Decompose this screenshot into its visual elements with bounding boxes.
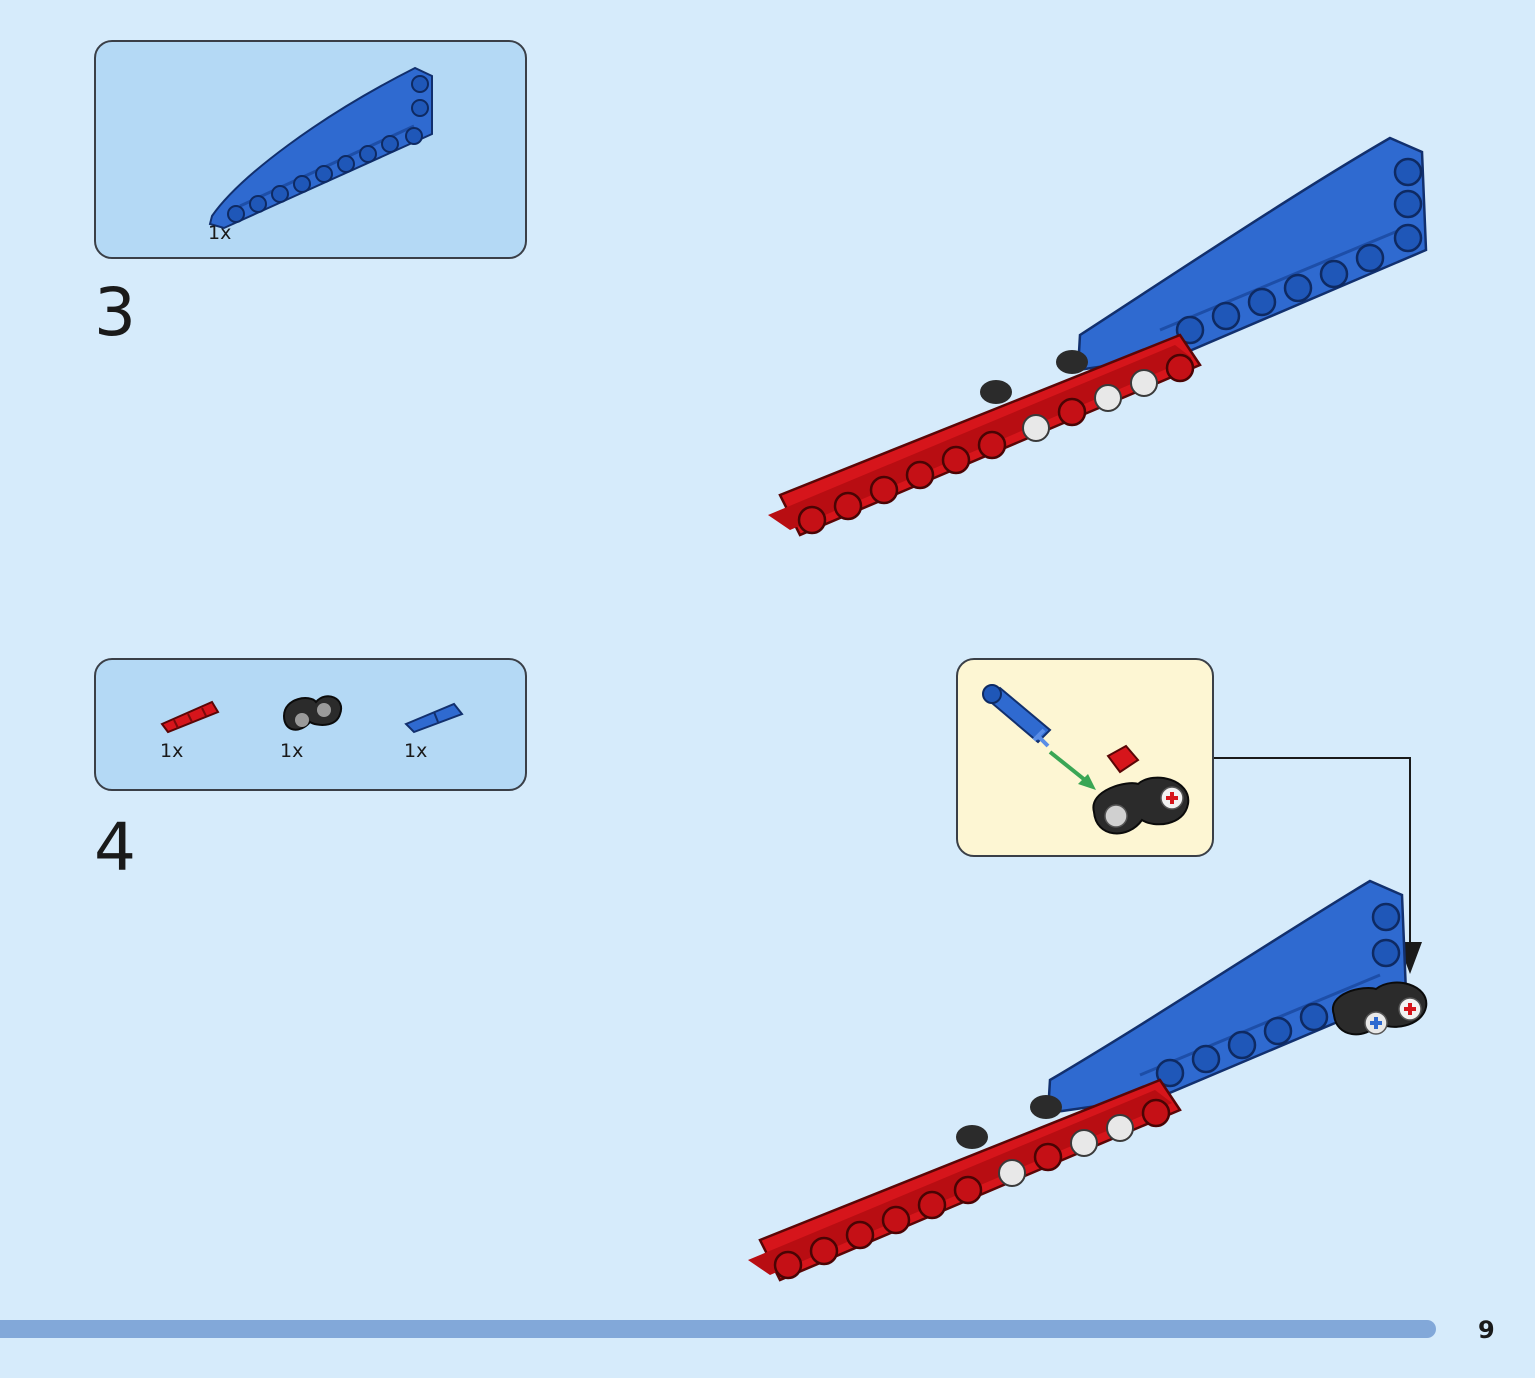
blue-angled-beam-icon	[208, 66, 433, 230]
part-qty: 1x	[280, 740, 304, 762]
step-number: 4	[94, 809, 136, 886]
black-connector-icon	[282, 695, 343, 731]
part-qty: 1x	[404, 740, 428, 762]
blue-axle-pin-icon	[404, 702, 464, 734]
footer-bar	[0, 1320, 1436, 1338]
subassembly-callout	[956, 658, 1214, 857]
step3-parts-box: 1x	[94, 40, 527, 259]
step4-parts-box: 1x 1x 1x	[94, 658, 527, 791]
part-qty: 1x	[160, 740, 184, 762]
step4-assembly-illustration	[748, 879, 1428, 1282]
red-axle-icon	[160, 700, 220, 734]
step-number: 3	[94, 274, 136, 351]
step3-assembly-illustration	[768, 136, 1428, 537]
subassembly-illustration	[982, 684, 1190, 835]
part-qty: 1x	[208, 222, 232, 244]
page-number: 9	[1478, 1316, 1495, 1344]
